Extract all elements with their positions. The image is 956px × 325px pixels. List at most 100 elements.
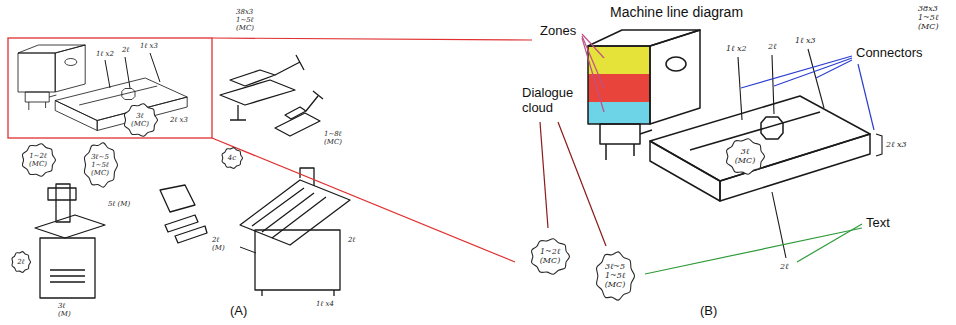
cloud-text-block: 4c (228, 154, 237, 162)
handwritten-note: 1~8ℓ (MC) (324, 130, 350, 146)
pointer-lines-a (105, 53, 256, 253)
handwritten-note: 2ℓ x3 (170, 116, 188, 124)
cloud-text-block: 3ℓ~5 1~5ℓ (MC) (605, 262, 626, 290)
dialogue-cloud: 3ℓ (MC) (724, 137, 766, 176)
leader-line (582, 34, 604, 58)
leader-line (774, 58, 852, 86)
cloud-leaders (540, 122, 606, 246)
vise-base (220, 80, 295, 105)
leader-line (858, 64, 874, 130)
pointer-line (808, 49, 824, 108)
leader-line (741, 56, 852, 88)
leader-line (582, 36, 604, 88)
slide-rails (252, 188, 326, 238)
cloud-text: 3ℓ (MC) (131, 112, 149, 128)
cloud-text: 1~2ℓ (MC) (29, 152, 47, 168)
panel-caption: (A) (230, 304, 247, 319)
head (48, 188, 76, 200)
column-machine-sketch (35, 184, 105, 298)
annotation-label: Connectors (856, 46, 922, 61)
annotation-label: Dialogue cloud (522, 86, 584, 116)
cloud-text: 4c (228, 154, 237, 162)
handwritten-note: 2ℓ x3 (886, 140, 907, 149)
machine-zoomed (588, 30, 870, 201)
cloud-text-block: 3ℓ (MC) (735, 147, 756, 165)
cloud-shape (597, 252, 635, 300)
dialogue-cloud: 3ℓ (MC) (122, 102, 159, 138)
vents (50, 270, 85, 282)
cloud-shape (12, 252, 30, 273)
panel-caption: (B) (700, 304, 717, 319)
cloud-text: 3ℓ~5 1~5ℓ (MC) (91, 153, 109, 177)
dialogue-cloud: 2ℓ (10, 250, 32, 274)
vise-sketch (220, 55, 304, 120)
machine-small (18, 45, 187, 131)
handwritten-note: 38x3 1~5ℓ (MC) (918, 4, 952, 32)
cloud-text: 2ℓ (17, 258, 25, 266)
annotation-label: Text (866, 216, 890, 231)
zones-leaders (582, 34, 604, 112)
slide-table (240, 180, 350, 245)
leader-line (645, 228, 862, 274)
handwritten-note: 2ℓ (780, 262, 788, 271)
annotation-label: Zones (540, 24, 576, 39)
cloud-shape (727, 138, 765, 174)
vise-base (275, 113, 320, 136)
zoom-frame (8, 38, 212, 138)
cloud-text-block: 3ℓ~5 1~5ℓ (MC) (91, 153, 109, 177)
cloud-text-block: 1~2ℓ (MC) (540, 247, 561, 265)
handwritten-note: 1ℓ x2 (726, 44, 747, 53)
pointer-line (125, 57, 130, 88)
cloud-text-block: 3ℓ (MC) (131, 112, 149, 128)
cloud-shape (84, 143, 117, 187)
cloud-text-block: 1~2ℓ (MC) (29, 152, 47, 168)
pointer-line (240, 247, 256, 253)
handwritten-note: 2ℓ (122, 46, 129, 54)
leader-line (558, 122, 606, 246)
cloud-shape (222, 148, 242, 169)
leader-line (816, 60, 852, 78)
cloud-shape (532, 238, 570, 274)
dialogue-cloud: 3ℓ~5 1~5ℓ (MC) (594, 250, 636, 302)
cloud-text: 3ℓ~5 1~5ℓ (MC) (605, 262, 626, 290)
vise-jaw (285, 107, 306, 119)
handwritten-note: 2ℓ (M) (212, 236, 234, 252)
dialogue-cloud: 4c (220, 146, 244, 170)
pointer-line (772, 55, 774, 114)
zoom-line (212, 38, 532, 40)
vise-screw (306, 91, 323, 111)
vise-sketch (275, 91, 323, 136)
handwritten-note: 1ℓ x3 (140, 42, 158, 50)
handwritten-note: 2ℓ (768, 42, 776, 51)
handwritten-note: 3ℓ (M) (58, 302, 78, 318)
pointer-line (772, 192, 786, 258)
handwritten-note: 1ℓ x2 (96, 50, 114, 58)
cloud-text: 1~2ℓ (MC) (540, 247, 561, 265)
dialogue-cloud: 1~2ℓ (MC) (529, 237, 571, 276)
vise-screw (275, 55, 304, 75)
pointer-line (150, 53, 160, 82)
dialogue-cloud: 1~2ℓ (MC) (20, 142, 57, 178)
vise-clamp (230, 105, 246, 120)
handwritten-note: 5ℓ (M) (108, 200, 130, 208)
small-parts-sketch (160, 185, 207, 243)
leader-line (540, 122, 548, 228)
bracket (876, 134, 882, 156)
handwritten-note: 1ℓ x3 (795, 36, 816, 45)
connector-leaders (741, 56, 874, 130)
cloud-shape (22, 144, 55, 177)
handwritten-note: 38x3 1~5ℓ (MC) (236, 8, 270, 32)
diagram-title: Machine line diagram (610, 4, 743, 20)
column (56, 184, 70, 222)
cloud-text: 3ℓ (MC) (735, 147, 756, 165)
zoom-line (212, 138, 515, 262)
text-leaders (645, 224, 862, 274)
pointer-line (105, 60, 110, 88)
handwritten-note: 2ℓ (348, 236, 355, 244)
vise-jaw (230, 70, 275, 86)
cone-part (160, 185, 195, 212)
leader-line (582, 38, 604, 112)
cloud-text-block: 2ℓ (17, 258, 25, 266)
dialogue-cloud: 3ℓ~5 1~5ℓ (MC) (82, 141, 119, 189)
